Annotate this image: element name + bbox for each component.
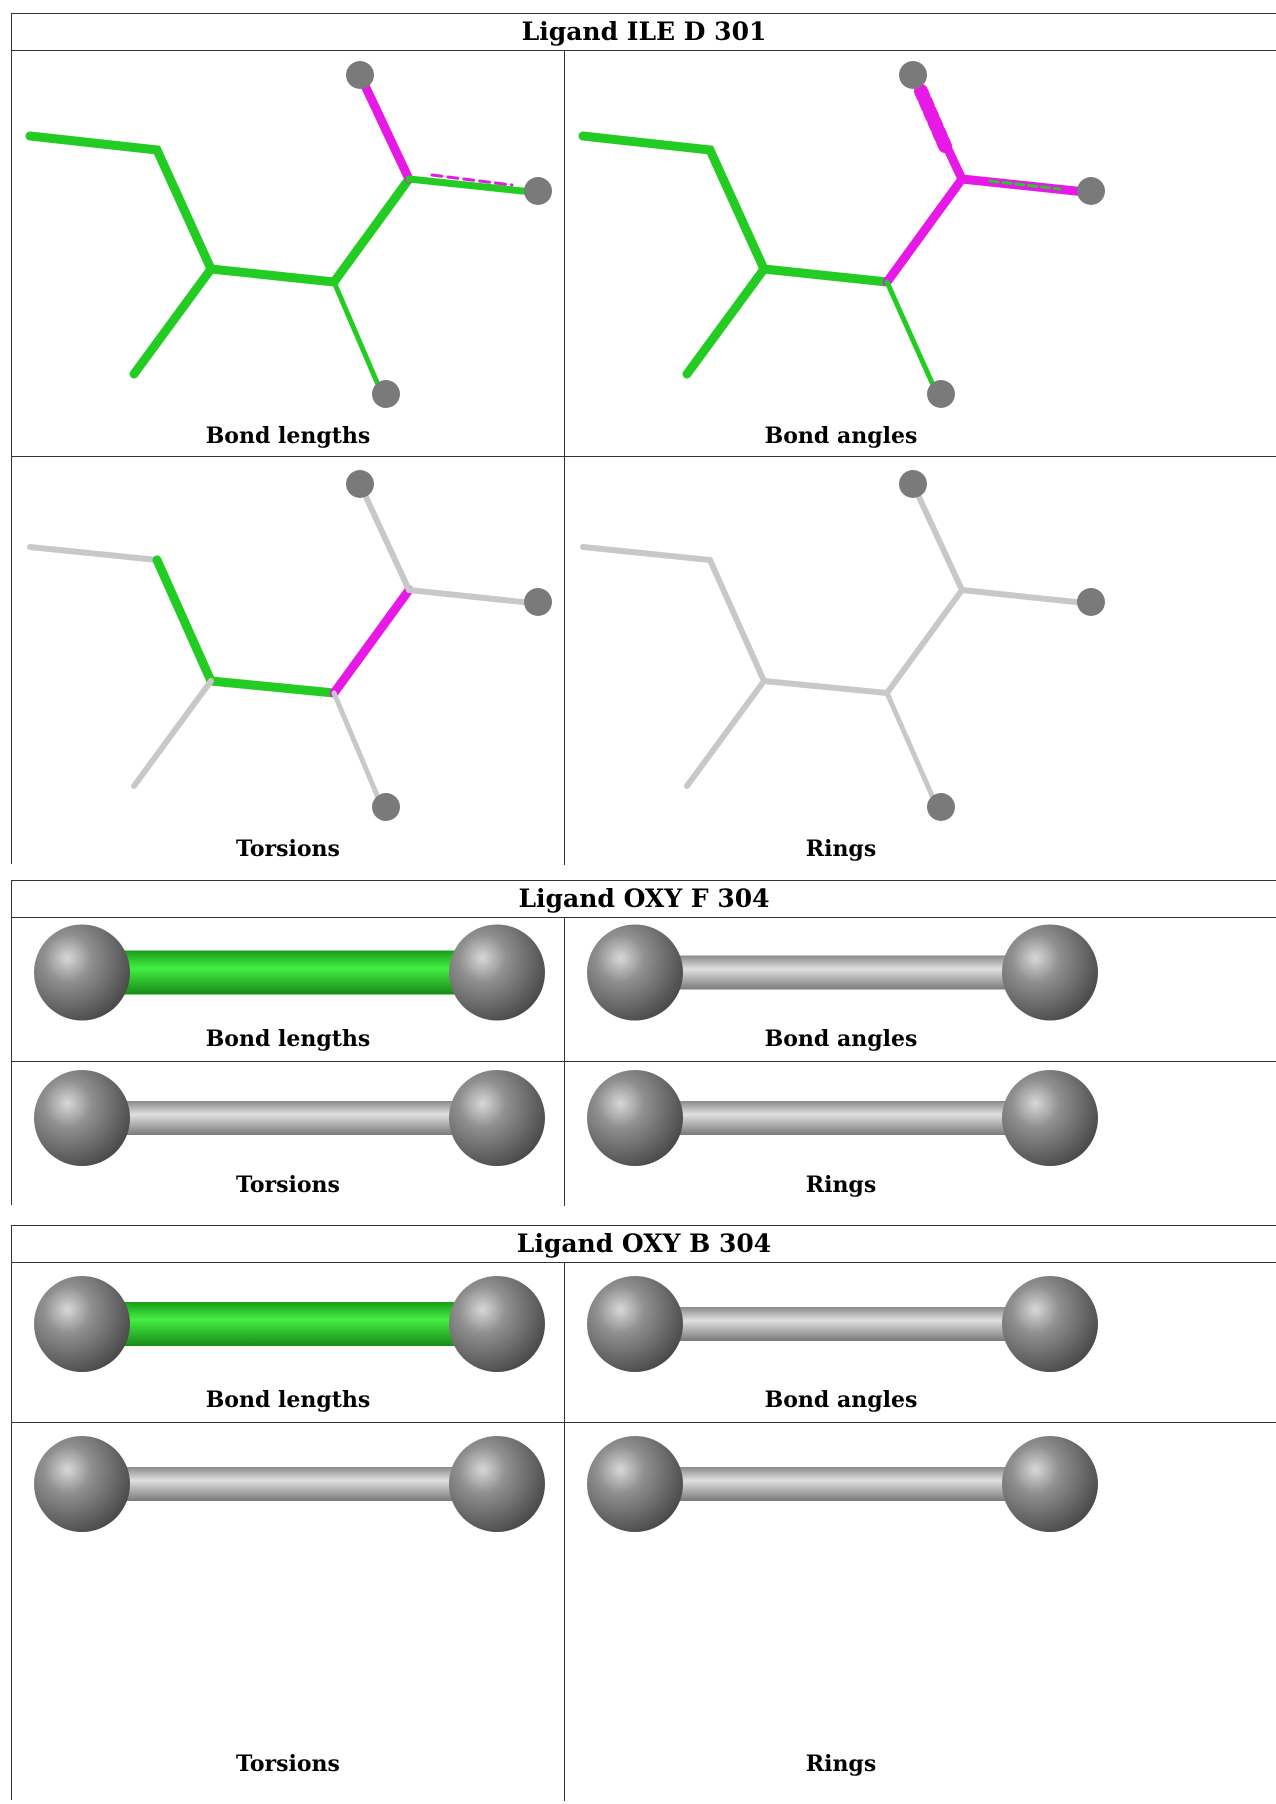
molecule-image bbox=[587, 1276, 1098, 1372]
panel-bond-lengths: Bond lengths bbox=[12, 918, 564, 1061]
panel-torsions: Torsions bbox=[12, 457, 564, 865]
oxygen-atom bbox=[1002, 1276, 1098, 1372]
molecule-image bbox=[25, 61, 552, 408]
divider-horizontal bbox=[12, 1422, 1276, 1423]
oxygen-atom bbox=[449, 924, 545, 1021]
oxygen-atom bbox=[587, 1070, 683, 1166]
ligand-section-oxy-b-304: Ligand OXY B 304 Bond lengths Bond angle… bbox=[11, 1225, 1276, 1801]
bond bbox=[640, 1467, 1045, 1501]
panel-caption: Rings bbox=[805, 1172, 877, 1198]
oxygen-atom bbox=[449, 1070, 545, 1166]
bond bbox=[87, 1302, 492, 1346]
panel-caption: Bond lengths bbox=[205, 1387, 371, 1413]
oxygen-atom bbox=[34, 1070, 130, 1166]
panel-caption: Rings bbox=[805, 836, 877, 862]
panel-caption: Bond lengths bbox=[205, 423, 371, 449]
ligand-section-oxy-f-304: Ligand OXY F 304 Bond lengths Bond angle… bbox=[11, 880, 1276, 1206]
divider-vertical bbox=[564, 50, 565, 865]
panel-caption: Bond angles bbox=[764, 423, 918, 449]
bond bbox=[640, 1307, 1045, 1341]
panel-caption: Torsions bbox=[236, 1172, 340, 1198]
panel-caption: Rings bbox=[805, 1751, 877, 1777]
molecule-image bbox=[34, 1070, 545, 1166]
bond bbox=[640, 1101, 1045, 1135]
panel-caption: Bond lengths bbox=[205, 1026, 371, 1052]
oxygen-atom bbox=[449, 1276, 545, 1372]
molecule-image bbox=[34, 1276, 545, 1372]
molecule-image bbox=[587, 1436, 1098, 1532]
divider-horizontal bbox=[12, 1061, 1276, 1062]
panel-torsions: Torsions bbox=[12, 1062, 564, 1206]
molecule-image bbox=[34, 924, 545, 1021]
molecule-image bbox=[587, 924, 1098, 1021]
panel-caption: Torsions bbox=[236, 836, 340, 862]
oxygen-atom bbox=[449, 1436, 545, 1532]
oxygen-atom bbox=[1002, 1070, 1098, 1166]
panel-caption: Torsions bbox=[236, 1751, 340, 1777]
molecule-image bbox=[587, 1070, 1098, 1166]
oxygen-atom bbox=[587, 924, 683, 1021]
molecule-image bbox=[580, 470, 1105, 821]
ligand-title: Ligand ILE D 301 bbox=[12, 14, 1276, 51]
panel-bond-angles: Bond angles bbox=[565, 51, 1276, 456]
panel-bond-lengths: Bond lengths bbox=[12, 1263, 564, 1422]
molecule-image bbox=[578, 61, 1105, 408]
panel-rings: Rings bbox=[565, 457, 1276, 865]
molecule-image bbox=[27, 470, 552, 821]
oxygen-atom bbox=[587, 1436, 683, 1532]
divider-horizontal bbox=[12, 456, 1276, 457]
panel-rings: Rings bbox=[565, 1423, 1276, 1801]
bond bbox=[87, 1467, 492, 1501]
oxygen-atom bbox=[34, 924, 130, 1021]
divider-vertical bbox=[564, 1262, 565, 1801]
panel-caption: Bond angles bbox=[764, 1387, 918, 1413]
panel-bond-lengths: Bond lengths bbox=[12, 51, 564, 456]
oxygen-atom bbox=[1002, 924, 1098, 1021]
molecule-image bbox=[34, 1436, 545, 1532]
panel-torsions: Torsions bbox=[12, 1423, 564, 1801]
bond bbox=[640, 955, 1045, 990]
ligand-title: Ligand OXY B 304 bbox=[12, 1226, 1276, 1263]
oxygen-atom bbox=[34, 1436, 130, 1532]
ligand-section-ile-d-301: Ligand ILE D 301 Bond lengths bbox=[11, 13, 1276, 865]
panel-bond-angles: Bond angles bbox=[565, 918, 1276, 1061]
oxygen-atom bbox=[587, 1276, 683, 1372]
bond bbox=[87, 950, 492, 995]
oxygen-atom bbox=[34, 1276, 130, 1372]
panel-caption: Bond angles bbox=[764, 1026, 918, 1052]
panel-rings: Rings bbox=[565, 1062, 1276, 1206]
bond bbox=[87, 1101, 492, 1135]
ligand-title: Ligand OXY F 304 bbox=[12, 881, 1276, 918]
panel-bond-angles: Bond angles bbox=[565, 1263, 1276, 1422]
oxygen-atom bbox=[1002, 1436, 1098, 1532]
